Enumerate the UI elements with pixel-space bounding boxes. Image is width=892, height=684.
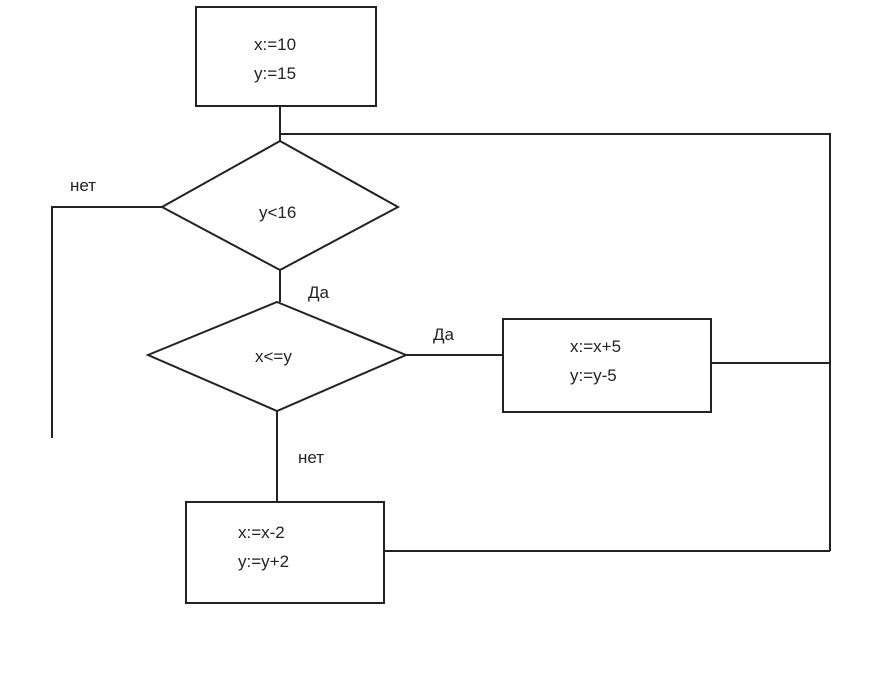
proc-yes-line2: y:=y-5	[570, 366, 617, 385]
init-line1: x:=10	[254, 35, 296, 54]
cond2-no-label: нет	[298, 448, 324, 467]
init-line2: y:=15	[254, 64, 296, 83]
cond2-yes-label: Да	[433, 325, 455, 344]
proc-no-line2: y:=y+2	[238, 552, 289, 571]
cond2-text: x<=y	[255, 347, 292, 366]
proc-yes-line1: x:=x+5	[570, 337, 621, 356]
cond1-yes-label: Да	[308, 283, 330, 302]
cond1-no-exit-line	[51, 206, 162, 438]
cond1-no-label: нет	[70, 176, 96, 195]
proc-no-block	[185, 501, 385, 604]
init-block	[195, 6, 377, 107]
loop-return-line	[280, 133, 831, 551]
cond1-text: y<16	[259, 203, 296, 222]
proc-no-line1: x:=x-2	[238, 523, 285, 542]
proc-yes-block	[502, 318, 712, 413]
